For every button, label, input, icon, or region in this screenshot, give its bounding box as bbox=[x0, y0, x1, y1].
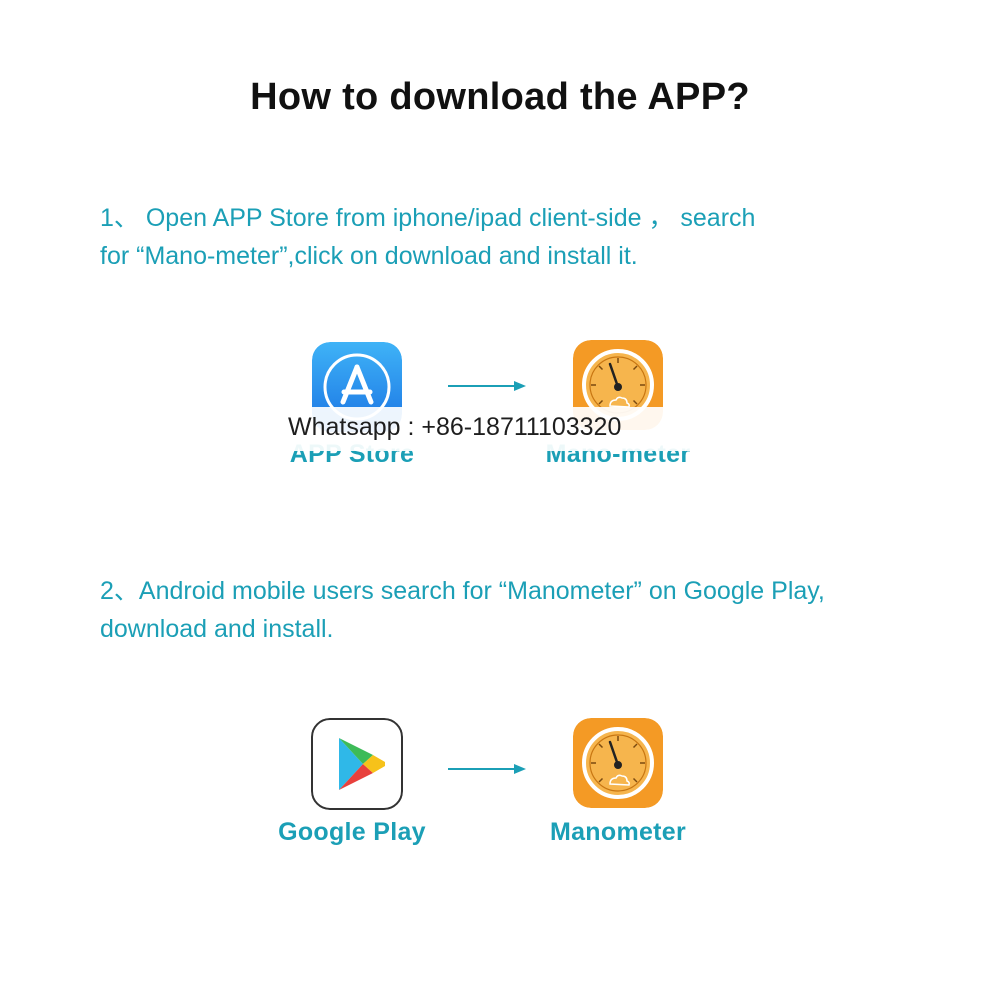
whatsapp-contact-text: Whatsapp : +86-18711103320 bbox=[288, 413, 622, 441]
right-arrow-icon bbox=[448, 381, 526, 391]
right-arrow-icon bbox=[448, 764, 526, 774]
step-2-line-1: 2、Android mobile users search for “Manom… bbox=[100, 577, 825, 605]
step-1-line-2: for “Mano-meter”,click on download and i… bbox=[100, 242, 638, 270]
google-play-icon[interactable] bbox=[311, 718, 403, 810]
step-2-line-2: download and install. bbox=[100, 615, 334, 643]
manometer-app-icon[interactable] bbox=[573, 718, 663, 808]
manometer-label: Manometer bbox=[549, 818, 687, 846]
page-title: How to download the APP? bbox=[250, 76, 750, 118]
whatsapp-contact-banner: Whatsapp : +86-18711103320 bbox=[270, 407, 693, 451]
google-play-label: Google Play bbox=[278, 818, 426, 846]
step-1-line-1: 1、 Open APP Store from iphone/ipad clien… bbox=[100, 204, 756, 232]
step-1-instructions: 1、 Open APP Store from iphone/ipad clien… bbox=[100, 199, 960, 275]
step-2-instructions: 2、Android mobile users search for “Manom… bbox=[100, 572, 960, 648]
